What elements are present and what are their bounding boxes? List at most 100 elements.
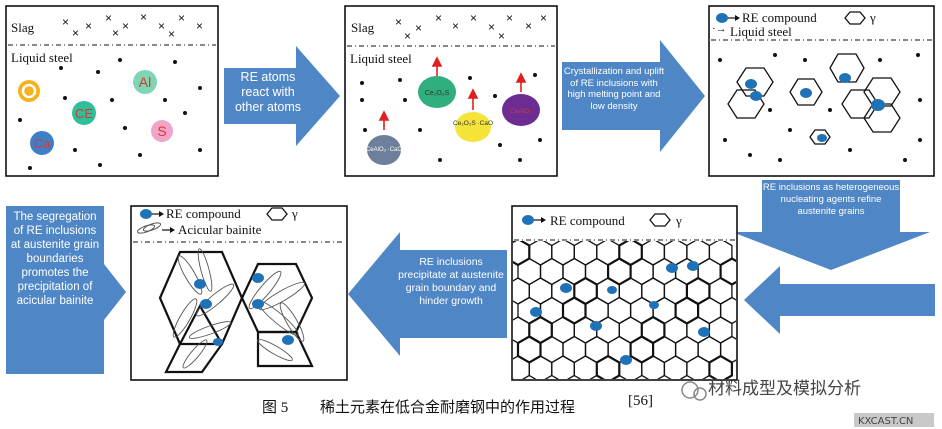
re-compound-legend-icon	[716, 13, 728, 23]
austenite-grain	[708, 354, 734, 379]
figure-caption: 图 5 稀土元素在低合金耐磨钢中的作用过程 [56]	[262, 393, 653, 416]
process-arrow-5: The segregation of RE inclusions at aust…	[6, 206, 126, 374]
svg-text:×: ×	[72, 26, 79, 40]
coarse-austenite-grains	[158, 250, 314, 374]
svg-text:×: ×	[395, 15, 402, 29]
svg-text:×: ×	[105, 11, 112, 25]
dissolved-atom-dots-2	[360, 73, 542, 162]
svg-text:×: ×	[122, 19, 129, 33]
re-compound-legend-icon-5	[140, 209, 152, 219]
atom-s	[151, 120, 173, 142]
arrow-1-text: RE atoms react with other atoms	[234, 70, 301, 114]
svg-text:×: ×	[196, 19, 203, 33]
gamma-hexagon-legend-icon	[844, 11, 866, 25]
svg-text:×: ×	[435, 11, 442, 25]
svg-text:×: ×	[404, 29, 411, 43]
inclusion-ce2o2s-cao-text: Ce₂O₂S ·CaO	[453, 120, 493, 127]
atom-o-label: O	[29, 94, 30, 96]
panel-3-legend: RE compound γ	[716, 10, 876, 25]
panel-3-legend-re: RE compound	[742, 10, 817, 25]
svg-text:×: ×	[112, 26, 119, 40]
re-compound-nuclei	[745, 73, 885, 142]
panel-2-slag-label: Slag	[351, 20, 375, 35]
re-compound-at-boundaries	[530, 261, 710, 365]
panel-4-legend-gamma: γ	[675, 213, 682, 228]
svg-text:×: ×	[540, 11, 547, 25]
panel-5-legend-gamma: γ	[291, 206, 298, 221]
panel-5-legend: RE compound γ Acicular bainite	[136, 206, 298, 237]
process-arrow-3: RE inclusions as heterogeneous nucleatin…	[732, 180, 930, 270]
panel-5-acicular-bainite: RE compound γ Acicular bainite	[130, 205, 348, 381]
wechat-icon	[681, 381, 699, 399]
atom-al-label: Al	[139, 74, 151, 90]
process-arrow-1: RE atoms react with other atoms	[224, 46, 340, 146]
svg-text:×: ×	[488, 20, 495, 34]
atom-s-label: S	[157, 123, 166, 139]
svg-text:×: ×	[158, 19, 165, 33]
svg-text:×: ×	[178, 11, 185, 25]
inclusion-cealo3-label: CeAlO₃	[510, 108, 532, 115]
svg-text:×: ×	[168, 27, 175, 41]
svg-text:×: ×	[525, 19, 532, 33]
dissolved-atom-dots-3	[718, 53, 922, 162]
slag-crosses-2: ××× ××× ××× ××	[395, 11, 547, 43]
inclusion-cealo3-cao-label: CeAlO₃ ·CaO	[366, 147, 402, 153]
atom-ca-label: Ca	[34, 136, 51, 151]
re-compound-legend-icon-4	[522, 215, 534, 225]
svg-text:×: ×	[62, 15, 69, 29]
panel-3-legend-gamma: γ	[869, 10, 876, 25]
panel-2-liquid-steel-label: Liquid steel	[350, 51, 412, 66]
atom-ce	[72, 101, 96, 125]
panel-4-frame	[511, 205, 738, 381]
svg-text:×: ×	[415, 21, 422, 35]
panel-4-legend: RE compound γ	[522, 213, 682, 228]
inclusion-ce2o2s-label: Ce₂O₂S	[425, 90, 450, 97]
inclusion-ce2o2s-cao	[455, 112, 491, 142]
inclusion-ce2o2s-cao-label: Ce₂O₂S ·CaO	[453, 120, 493, 127]
panel-4-legend-re: RE compound	[550, 213, 625, 228]
watermark-site: KXCAST.CN	[858, 416, 913, 427]
refined-austenite-grid	[513, 241, 736, 379]
svg-text:×: ×	[498, 29, 505, 43]
atom-o	[18, 80, 40, 102]
panel-2-inclusion-formation: Slag ××× ××× ××× ×× Liquid steel Ce₂O₂S …	[344, 5, 558, 177]
inclusion-cealo3-cao	[367, 135, 401, 165]
atom-ce-label: CE	[75, 106, 93, 121]
dissolved-atom-dots	[18, 58, 202, 170]
svg-text:×: ×	[470, 11, 477, 25]
caption-reference: [56]	[628, 393, 653, 409]
svg-text:×: ×	[452, 19, 459, 33]
arrow-4-text: RE inclusions precipitate at austenite g…	[398, 256, 504, 307]
process-arrow-3b	[744, 266, 935, 334]
inclusion-cealo3	[502, 94, 540, 126]
caption-text: 稀土元素在低合金耐磨钢中的作用过程	[320, 399, 575, 416]
panel-1-liquid-steel-label: Liquid steel	[11, 50, 73, 65]
rise-arrows	[378, 56, 527, 130]
gamma-hexagon-legend-icon-5	[266, 207, 288, 221]
gamma-hexagon-legend-icon-4	[649, 213, 671, 227]
svg-text:×: ×	[85, 19, 92, 33]
process-arrow-2: Crystallization and uplift of RE inclusi…	[562, 40, 705, 152]
watermark: 材料成型及模拟分析 KXCAST.CN	[681, 379, 934, 427]
arrow-3-text: RE inclusions as heterogeneous nucleatin…	[762, 182, 900, 217]
inclusion-ce2o2s	[418, 76, 456, 108]
atom-ca	[30, 131, 54, 155]
slag-crosses: ××× ××× ××× ××	[62, 10, 203, 41]
atom-al	[133, 70, 157, 94]
process-arrow-4: RE inclusions precipitate at austenite g…	[348, 232, 507, 356]
caption-figure-number: 图 5	[262, 399, 288, 416]
panel-3-nucleation: RE compound γ ·→ Liquid steel	[708, 5, 935, 177]
panel-3-steel-marker: ·→	[712, 23, 727, 35]
panel-4-refined-grains: RE compound γ	[511, 205, 738, 381]
panel-1-reaction-start: Slag ××× ××× ××× ×× Liquid steel O Al CE…	[5, 5, 219, 177]
panel-5-legend-bainite: Acicular bainite	[178, 222, 262, 237]
panel-5-legend-re: RE compound	[166, 206, 241, 221]
arrow-2-text: Crystallization and uplift of RE inclusi…	[563, 66, 665, 112]
arrow-5-text: The segregation of RE inclusions at aust…	[10, 211, 100, 307]
site-badge	[854, 413, 934, 427]
panel-1-slag-label: Slag	[11, 20, 35, 35]
svg-text:×: ×	[506, 11, 513, 25]
svg-text:×: ×	[140, 10, 147, 24]
acicular-bainite-laths	[172, 248, 306, 369]
watermark-name: 材料成型及模拟分析	[708, 379, 861, 399]
